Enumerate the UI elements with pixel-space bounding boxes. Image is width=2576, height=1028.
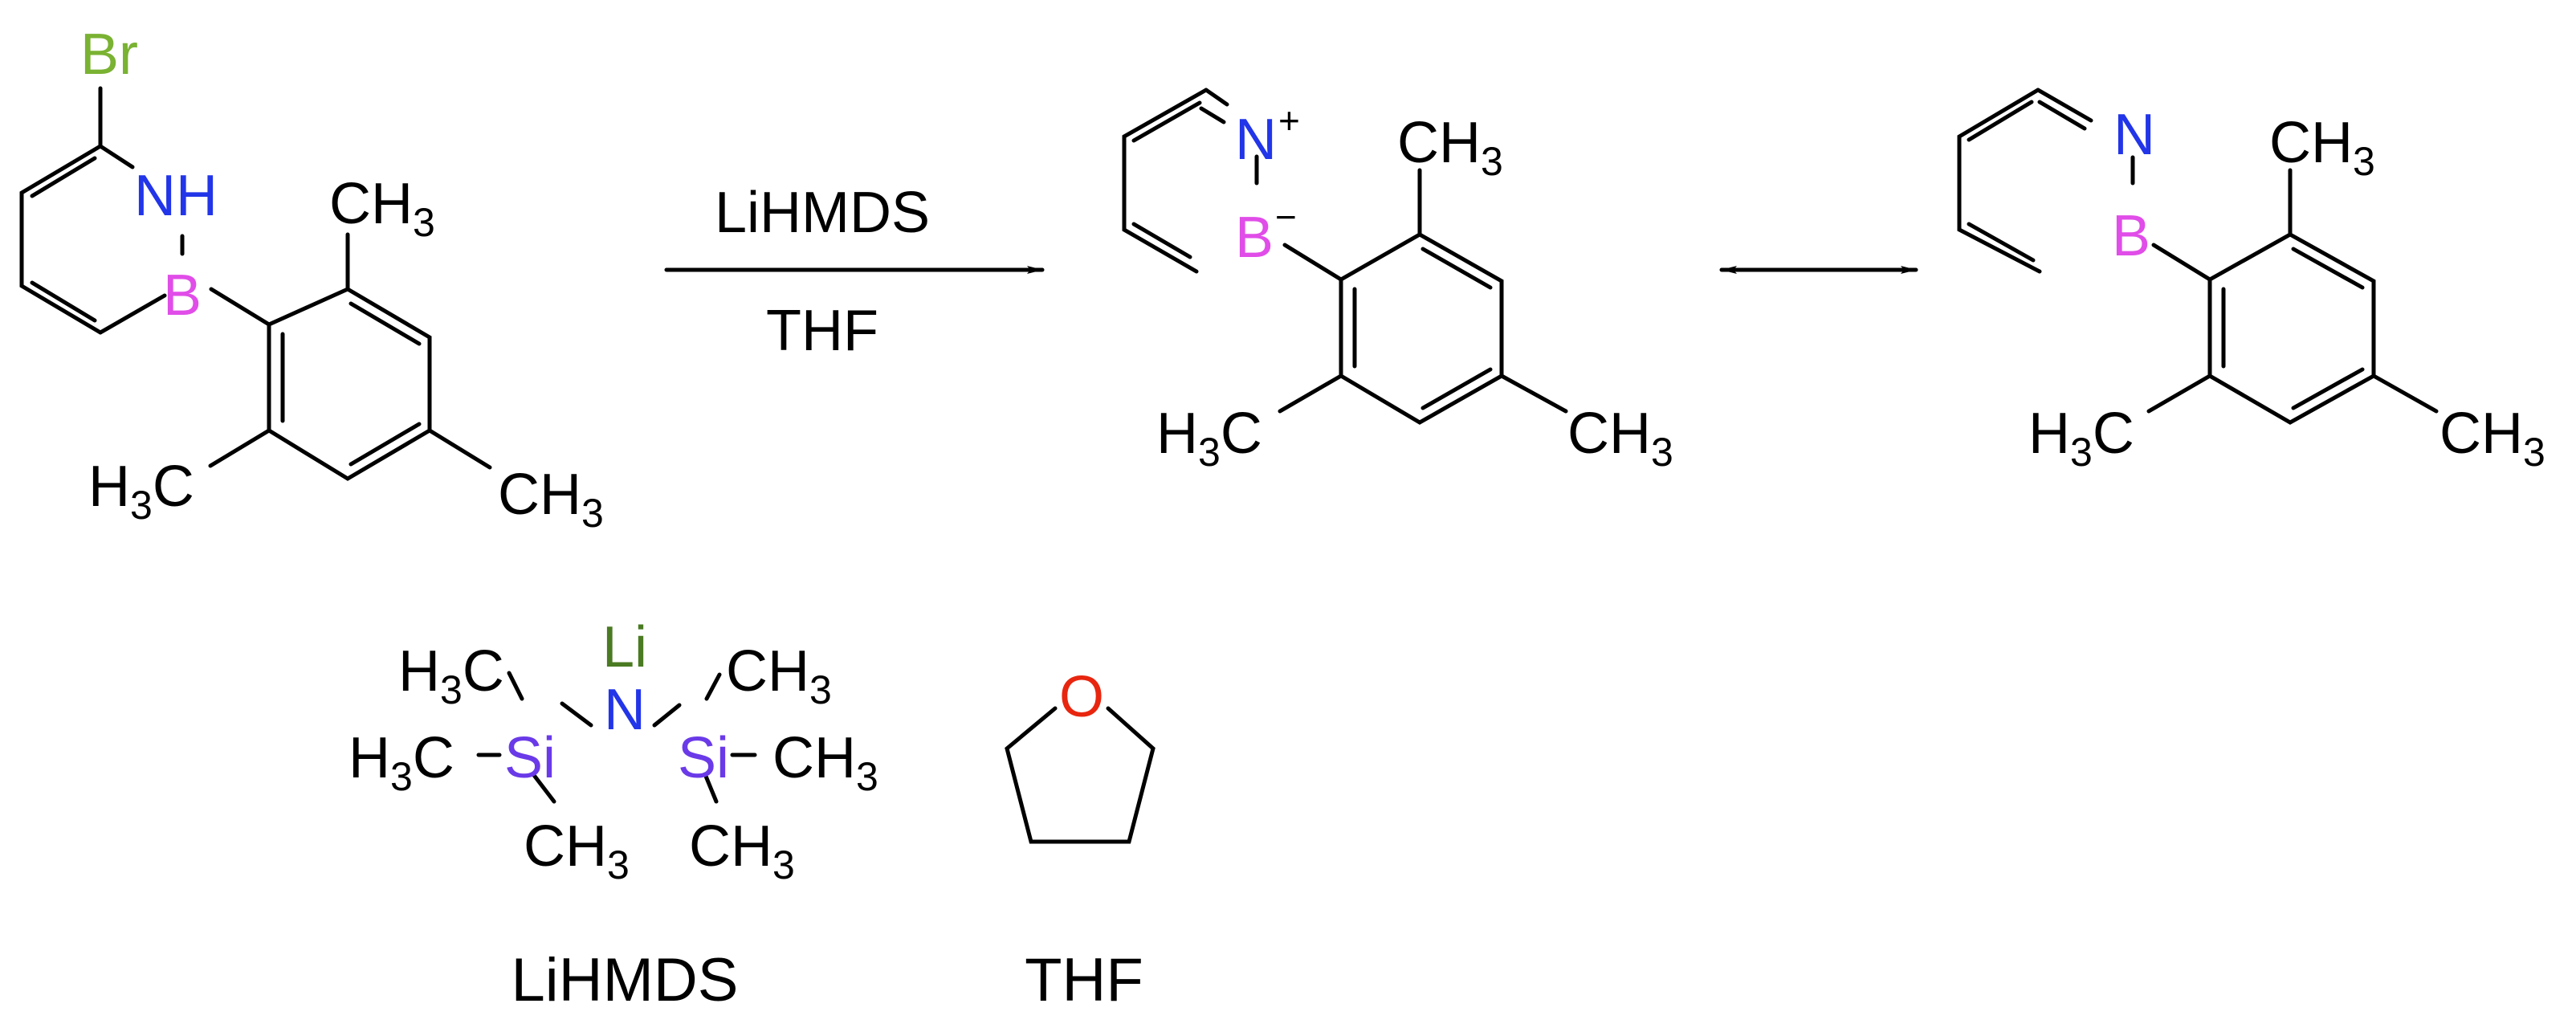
lihmds-structure: Li N Si Si H3C H3C CH3 CH3 CH3 CH3 LiHMD…	[348, 615, 878, 1014]
silicon-right-label: Si	[678, 726, 729, 790]
nh-label: NH	[134, 164, 218, 228]
reaction-arrow: LiHMDS THF	[664, 181, 1045, 363]
oxygen-label: O	[1059, 665, 1104, 729]
thf-caption: THF	[1025, 946, 1143, 1014]
product-zwitterion: N+ B− CH3 H3C CH3	[1122, 88, 1673, 475]
lihmds-caption: LiHMDS	[512, 946, 739, 1014]
methyl-right-label: CH3	[498, 463, 604, 536]
boron-anion-label: B−	[1235, 196, 1297, 270]
methyl-top-label: CH3	[1397, 111, 1503, 184]
product-neutral: N B CH3 H3C CH3	[1957, 88, 2545, 475]
methyl-label: CH3	[689, 814, 795, 887]
bromine-label: Br	[80, 22, 138, 87]
thf-structure: O THF	[1005, 665, 1156, 1014]
methyl-top-label: CH3	[2269, 111, 2375, 184]
methyl-label: CH3	[524, 814, 630, 887]
methyl-label: CH3	[772, 726, 878, 799]
boron-label: B	[163, 263, 202, 328]
reagent-label: LiHMDS	[715, 181, 930, 245]
boron-label: B	[2112, 204, 2150, 268]
lithium-label: Li	[602, 615, 647, 679]
methyl-left-label: H3C	[88, 455, 194, 528]
methyl-label: H3C	[398, 639, 504, 712]
reactant-molecule: Br NH B CH3 H3C CH3	[19, 22, 604, 536]
solvent-label: THF	[766, 299, 878, 363]
nitrogen-cation-label: N+	[1235, 100, 1300, 172]
methyl-right-label: CH3	[1567, 402, 1673, 475]
amide-nitrogen-label: N	[604, 678, 646, 742]
methyl-label: H3C	[348, 726, 454, 799]
methyl-left-label: H3C	[2028, 402, 2134, 475]
methyl-left-label: H3C	[1156, 402, 1262, 475]
methyl-right-label: CH3	[2439, 402, 2545, 475]
nitrogen-label: N	[2113, 103, 2155, 167]
silicon-left-label: Si	[504, 726, 556, 790]
methyl-top-label: CH3	[329, 172, 435, 245]
methyl-label: CH3	[726, 639, 832, 712]
